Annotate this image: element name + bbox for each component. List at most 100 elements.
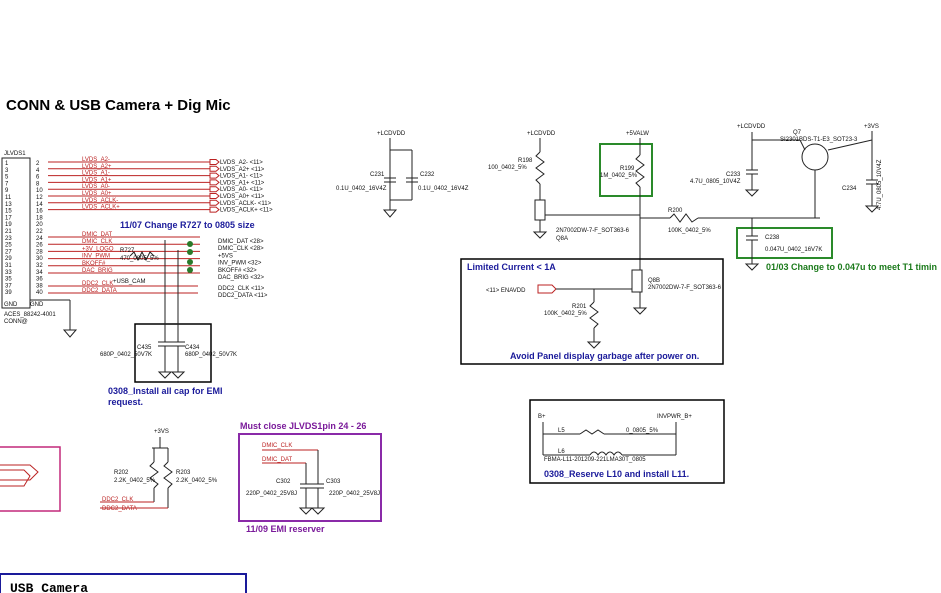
note-install-cap-2: request. (108, 397, 143, 407)
c303-value: 220P_0402_25V8J (329, 491, 380, 497)
invpwr-rail: INVPWR_B+ (657, 414, 692, 420)
control-net-out: DMIC_DAT <28> (218, 239, 264, 245)
pin-number: 7 (5, 181, 9, 187)
pin-number: 25 (5, 243, 12, 249)
pin-number: 27 (5, 249, 12, 255)
page-title: CONN & USB Camera + Dig Mic (6, 97, 231, 114)
r198-value: 100_0402_5% (488, 165, 527, 171)
lcdvdd-rail-1: +LCDVDD (377, 131, 406, 137)
inductor-box: B+ INVPWR_B+ L5 0_0805_5% L6 FBMA-L11-20… (529, 399, 725, 484)
pin-number: 24 (36, 236, 43, 242)
pin-number: 4 (36, 168, 40, 174)
c434-value: 680P_0402_50V7K (185, 352, 237, 358)
enavdd-net: <11> ENAVDD (486, 288, 526, 294)
lvds-net-label: LVDS_A2- (82, 157, 110, 163)
b-plus-rail: B+ (538, 414, 546, 420)
c238-ref: C238 (765, 235, 780, 241)
pin-number: 15 (5, 209, 12, 215)
note-change-r727: 11/07 Change R727 to 0805 size (120, 220, 255, 230)
gnd-label-2: GND (30, 302, 44, 308)
pin-number: 34 (36, 270, 43, 276)
pin-number: 18 (36, 215, 43, 221)
lcd-power-switch: +LCDVDD R198 100_0402_5% 2N7002DW-7-F_SO… (488, 124, 937, 272)
r727-resistor: R727 470_0805_5% (120, 241, 193, 273)
pin-number: 39 (5, 290, 12, 296)
l5-value: 0_0805_5% (626, 428, 659, 434)
lcdvdd-rail-3: +LCDVDD (737, 124, 766, 130)
lvds-net-out: LVDS_ACLK- <11> (220, 201, 272, 207)
r199-ref: R199 (620, 166, 635, 172)
net-port-icon (209, 199, 220, 206)
usb-camera-section (0, 573, 247, 593)
lvds-net-out: LVDS_A2+ <11> (220, 167, 265, 173)
lvds-net-label: LVDS_ACLK- (82, 198, 118, 204)
lvds-net-out: LVDS_ACLK+ <11> (220, 208, 273, 214)
lvds-net-out: LVDS_A2- <11> (220, 160, 263, 166)
control-net-out: DMIC_CLK <28> (218, 246, 264, 252)
pin-number: 21 (5, 229, 12, 235)
c234-ref: C234 (842, 186, 857, 192)
pin-number: 10 (36, 188, 43, 194)
q8b-value: 2N7002DW-7-F_SOT363-6 (648, 285, 722, 291)
c434-ref: C434 (185, 345, 200, 351)
ddc-net-label: DDC2_CLK (82, 281, 113, 287)
pin-number: 8 (36, 181, 40, 187)
r199-value: 1M_0402_5% (600, 173, 638, 179)
lvds-net-label: LVDS_ACLK+ (82, 205, 120, 211)
control-net-out: DAC_BRIG <32> (218, 275, 265, 281)
l6-value: FBMA-L11-201209-221LMA30T_0805 (544, 457, 646, 463)
net-port-icon (209, 179, 220, 186)
lvds-net-label: LVDS_A0+ (82, 191, 112, 197)
c238-value: 0.047U_0402_16V7K (765, 247, 822, 253)
pin-number: 28 (36, 249, 43, 255)
c231-value: 0.1U_0402_16V4Z (336, 186, 387, 192)
c435-ref: C435 (137, 345, 152, 351)
note-emi-reserver: 11/09 EMI reserver (246, 524, 325, 534)
emi-cap-box: C435 680P_0402_50V7K C434 680P_0402_50V7… (100, 240, 237, 383)
lvds-net-out: LVDS_A1- <11> (220, 174, 263, 180)
note-reserve-l10: 0308_Reserve L10 and install L11. (544, 469, 689, 479)
lvds-net-label: LVDS_A1+ (82, 177, 112, 183)
pin-number: 20 (36, 222, 43, 228)
control-net-label: DAC_BRIG (82, 268, 113, 274)
r201-value: 100K_0402_5% (544, 311, 587, 317)
c231-ref: C231 (370, 172, 385, 178)
limited-current-box: Limited Current < 1A <11> ENAVDD Q8B 2N7… (460, 258, 724, 365)
net-port-icon (209, 172, 220, 179)
q8a-value: 2N7002DW-7-F_SOT363-6 (556, 228, 630, 234)
q8a-ref: Q8A (556, 236, 568, 242)
arrow-bus-icon (0, 464, 39, 487)
control-net-out: +5VS (218, 253, 233, 259)
ddc-net-out: DDC2_CLK <11> (218, 286, 265, 292)
r203-ref: R203 (176, 470, 191, 476)
net-port-icon (209, 165, 220, 172)
v3vs-rail-2: +3VS (154, 429, 169, 435)
pin-number: 13 (5, 202, 12, 208)
net-port-icon (209, 186, 220, 193)
control-net-label: DMIC_DAT (82, 232, 113, 238)
note-install-cap-1: 0308_Install all cap for EMI (108, 386, 223, 396)
lvds-net-label: LVDS_A0- (82, 184, 110, 190)
pin-number: 38 (36, 283, 43, 289)
pin-number: 14 (36, 202, 43, 208)
l5-ref: L5 (558, 428, 565, 434)
ddc2-data-net-low: DDC2_DATA (102, 506, 137, 512)
r727-ref: R727 (120, 248, 135, 254)
c233-ref: C233 (726, 172, 741, 178)
pin-number: 6 (36, 175, 40, 181)
lvds-bus: LVDS_A2-LVDS_A2- <11>LVDS_A2+LVDS_A2+ <1… (48, 157, 273, 214)
r200-ref: R200 (668, 208, 683, 214)
lvds-net-label: LVDS_A1- (82, 171, 110, 177)
r727-value: 470_0805_5% (120, 256, 159, 262)
pin-number: 26 (36, 243, 43, 249)
net-port-icon (209, 206, 220, 213)
pin-number: 17 (5, 215, 12, 221)
v3vs-rail-1: +3VS (864, 124, 879, 130)
l6-ref: L6 (558, 449, 565, 455)
control-net-label: BKOFF# (82, 261, 106, 267)
dmic-clk-net-low: DMIC_CLK (262, 443, 292, 449)
partial-box-left (0, 446, 61, 512)
